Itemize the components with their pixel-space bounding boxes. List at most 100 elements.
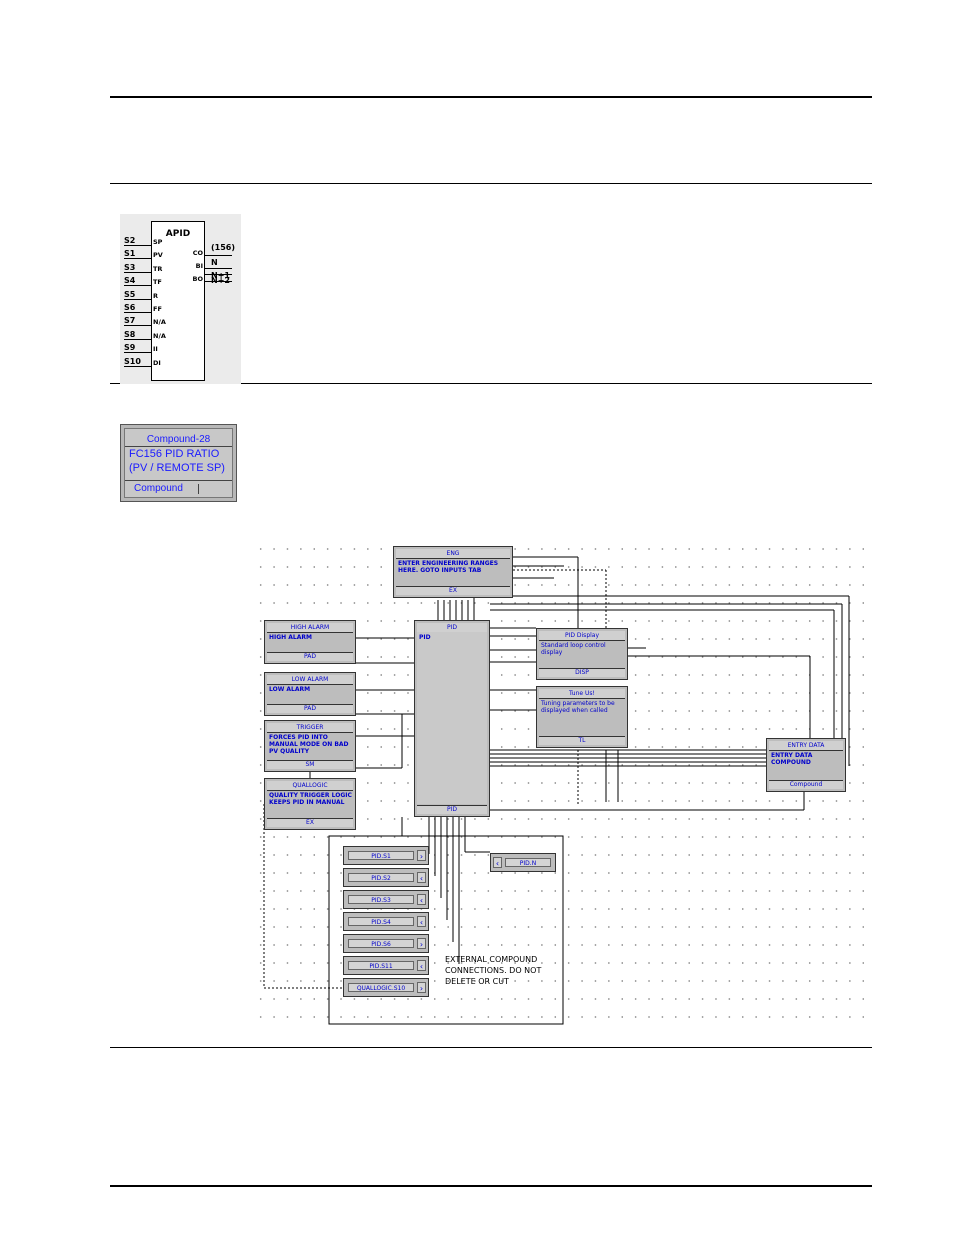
compound-icon[interactable]: Compound-28 FC156 PID RATIO (PV / REMOTE… xyxy=(120,424,237,502)
compound-desc-line-1: FC156 PID RATIO xyxy=(129,448,220,460)
apid-input-pin: R xyxy=(153,291,159,300)
apid-input-signal: S5 xyxy=(124,290,151,300)
ref-block-label: PID.S11 xyxy=(348,961,414,970)
ref-block[interactable]: PID.S4‹ xyxy=(343,912,429,931)
ref-block[interactable]: PID.S2‹ xyxy=(343,868,429,887)
quallogic-footer: EX xyxy=(267,818,353,827)
apid-input-pin: N/A xyxy=(153,318,166,327)
entry-data-text: ENTRY DATA COMPOUND xyxy=(771,752,813,766)
apid-output-pin: BI xyxy=(195,262,203,270)
apid-title: APID xyxy=(165,229,191,239)
ref-block[interactable]: PID.S11‹ xyxy=(343,956,429,975)
compound-inner: Compound-28 FC156 PID RATIO (PV / REMOTE… xyxy=(124,428,233,498)
pid-display-footer: DISP xyxy=(539,668,625,677)
bottom-rule xyxy=(110,1185,872,1187)
wiring-svg xyxy=(263,556,850,1025)
trigger-title: TRIGGER xyxy=(267,723,353,733)
entry-data-footer: Compound xyxy=(769,780,843,789)
high-alarm-text: HIGH ALARM xyxy=(269,634,312,641)
apid-input-signal: S2 xyxy=(124,236,151,246)
apid-output-line xyxy=(205,281,232,282)
note-line-1: EXTERNAL COMPOUND xyxy=(445,955,538,964)
ref-block-label: PID.S1 xyxy=(348,851,414,860)
ref-chevron-icon: ‹ xyxy=(417,872,426,883)
tune-us-block[interactable]: Tune Us! Tuning parameters to be display… xyxy=(536,686,628,748)
pid-footer: PID xyxy=(417,805,487,814)
quallogic-text: QUALITY TRIGGER LOGIC KEEPS PID IN MANUA… xyxy=(269,792,352,806)
low-alarm-block[interactable]: LOW ALARM LOW ALARM PAD xyxy=(264,672,356,716)
ref-block-label: PID.S3 xyxy=(348,895,414,904)
entry-data-title: ENTRY DATA xyxy=(769,741,843,751)
apid-input-pin: PV xyxy=(153,251,163,260)
output-n2-label: N+2 xyxy=(211,276,230,285)
note-line-3: DELETE OR CUT xyxy=(445,977,509,986)
apid-input-signal: S7 xyxy=(124,316,151,327)
entry-data-block[interactable]: ENTRY DATA ENTRY DATA COMPOUND Compound xyxy=(766,738,846,792)
apid-box: APID xyxy=(151,221,205,381)
ref-block-label: PID.S4 xyxy=(348,917,414,926)
low-alarm-title: LOW ALARM xyxy=(267,675,353,685)
external-connections-note: EXTERNAL COMPOUND CONNECTIONS. DO NOT DE… xyxy=(445,954,541,987)
apid-input-signal: S6 xyxy=(124,303,151,313)
apid-input-pin: II xyxy=(153,345,158,354)
external-connections-box xyxy=(328,835,564,1025)
apid-output-value: N+1 xyxy=(211,271,230,280)
compound-description: FC156 PID RATIO (PV / REMOTE SP) xyxy=(129,447,225,475)
ref-pid-n[interactable]: ‹ PID.N xyxy=(490,853,556,872)
apid-input-pin: TR xyxy=(153,264,163,273)
tune-us-title: Tune Us! xyxy=(539,689,625,699)
ref-chevron-icon: ‹ xyxy=(417,960,426,971)
section-rule-2 xyxy=(110,383,872,384)
compound-logic-diagram: ENG ENTER ENGINEERING RANGES HERE. GOTO … xyxy=(254,540,864,1026)
note-line-2: CONNECTIONS. DO NOT xyxy=(445,966,542,975)
eng-block[interactable]: ENG ENTER ENGINEERING RANGES HERE. GOTO … xyxy=(393,546,513,598)
ref-chevron-icon: ‹ xyxy=(417,894,426,905)
ref-block[interactable]: QUALLOGIC.S10› xyxy=(343,978,429,997)
low-alarm-text: LOW ALARM xyxy=(269,686,311,693)
ref-block[interactable]: PID.S1› xyxy=(343,846,429,865)
apid-input-signal: S10 xyxy=(124,357,151,367)
apid-input-signal: S9 xyxy=(124,343,151,354)
pid-text: PID xyxy=(419,634,431,641)
pid-display-title: PID Display xyxy=(539,631,625,641)
compound-type: Compound xyxy=(134,483,183,494)
apid-input-signal: S1 xyxy=(124,249,151,260)
ref-chevron-icon: › xyxy=(417,938,426,949)
low-alarm-footer: PAD xyxy=(267,704,353,713)
apid-output-value: (156) xyxy=(211,243,236,252)
ref-pid-n-label: PID.N xyxy=(505,858,551,867)
eng-footer: EX xyxy=(396,586,510,595)
ref-block[interactable]: PID.S6› xyxy=(343,934,429,953)
apid-input-signal: S8 xyxy=(124,330,151,340)
trigger-text: FORCES PID INTO MANUAL MODE ON BAD PV QU… xyxy=(269,734,349,755)
pid-block[interactable]: PID PID PID xyxy=(414,620,490,817)
high-alarm-block[interactable]: HIGH ALARM HIGH ALARM PAD xyxy=(264,620,356,664)
apid-output-value: N xyxy=(211,258,218,267)
eng-title: ENG xyxy=(396,549,510,559)
trigger-block[interactable]: TRIGGER FORCES PID INTO MANUAL MODE ON B… xyxy=(264,720,356,772)
pid-display-block[interactable]: PID Display Standard loop control displa… xyxy=(536,628,628,680)
tune-us-footer: TL xyxy=(539,736,625,745)
output-line-n2 xyxy=(205,274,232,275)
quallogic-block[interactable]: QUALLOGIC QUALITY TRIGGER LOGIC KEEPS PI… xyxy=(264,778,356,830)
top-rule xyxy=(110,96,872,98)
ref-chevron-icon: › xyxy=(417,850,426,861)
apid-input-pin: FF xyxy=(153,305,162,313)
section-rule-1 xyxy=(110,183,872,184)
eng-text: ENTER ENGINEERING RANGES HERE. GOTO INPU… xyxy=(398,560,499,574)
quallogic-title: QUALLOGIC xyxy=(267,781,353,791)
ref-chevron-icon: › xyxy=(417,982,426,993)
high-alarm-title: HIGH ALARM xyxy=(267,623,353,633)
compound-desc-line-2: (PV / REMOTE SP) xyxy=(129,462,225,474)
ref-block-label: QUALLOGIC.S10 xyxy=(348,983,414,992)
ref-chevron-icon: ‹ xyxy=(417,916,426,927)
ref-block-label: PID.S6 xyxy=(348,939,414,948)
ref-block-label: PID.S2 xyxy=(348,873,414,882)
apid-output-line xyxy=(205,255,232,256)
ref-left-arrow-icon: ‹ xyxy=(493,857,502,868)
trigger-footer: SM xyxy=(267,760,353,769)
apid-output-pin: BO xyxy=(192,275,203,283)
pid-body xyxy=(417,632,487,804)
ref-block[interactable]: PID.S3‹ xyxy=(343,890,429,909)
